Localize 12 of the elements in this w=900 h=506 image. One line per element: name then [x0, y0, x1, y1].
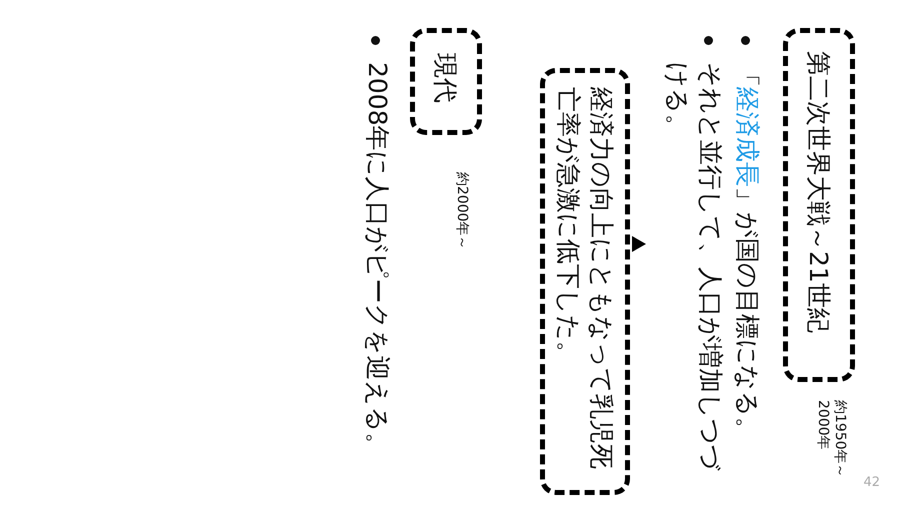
period-label: 約1950年～2000年 [814, 400, 848, 480]
dashed-box [540, 68, 630, 495]
page-number: 42 [863, 475, 880, 490]
period-label: 約2000年～ [453, 172, 470, 252]
bullet-text: 「経済成長」が国の目標になる。 [732, 62, 763, 444]
box-text: 現代 [430, 53, 462, 103]
box-text: 第二次世界大戦～21世紀 [804, 51, 834, 333]
dashed-box [783, 28, 855, 382]
bullet-text: それと並行して、人口が増加しつづける。 [662, 62, 726, 473]
box-text: 経済力の向上にともなって乳児死亡率が急激に低下した。 [553, 87, 617, 471]
dashed-box [410, 28, 482, 135]
bullet-text: 2008年に人口がピークを迎える。 [362, 62, 393, 460]
